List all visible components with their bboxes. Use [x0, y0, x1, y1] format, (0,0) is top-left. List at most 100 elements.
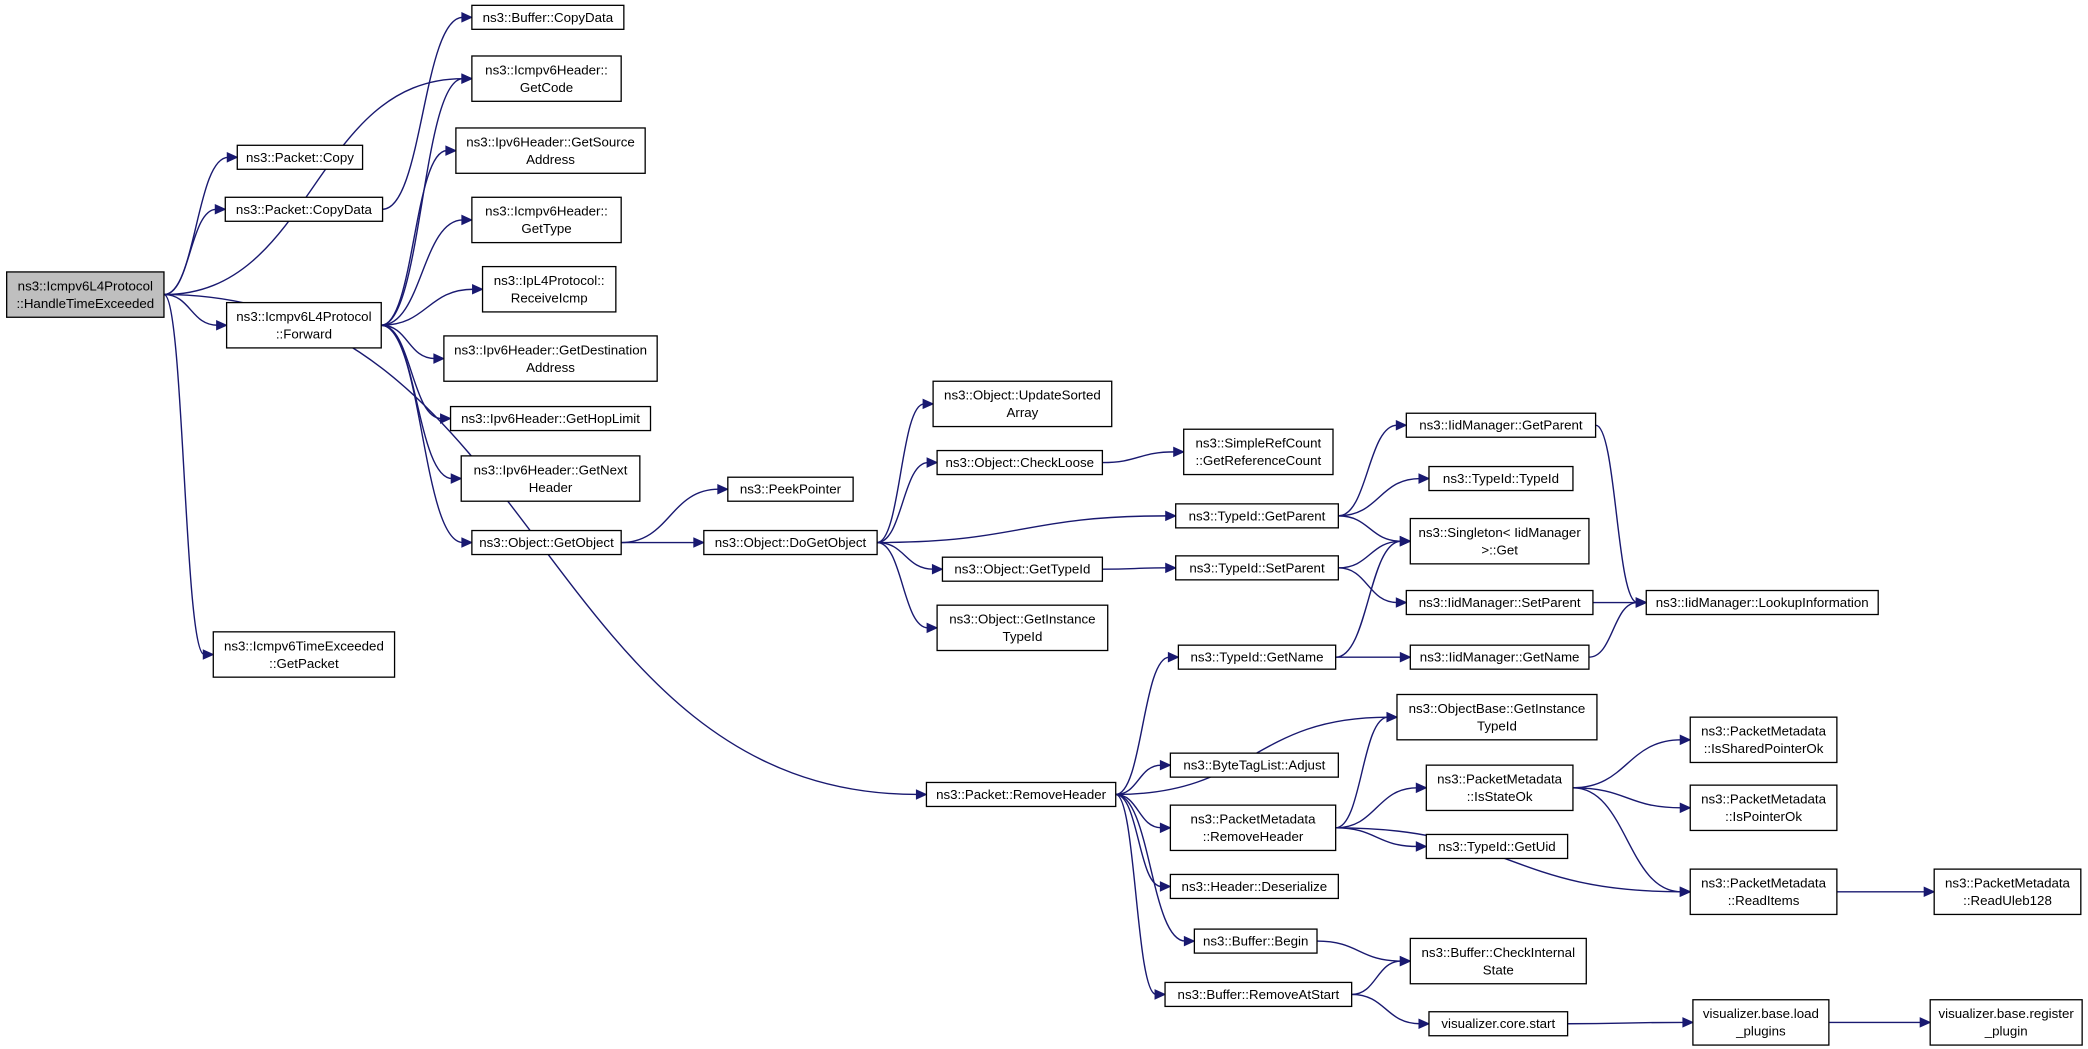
arrowhead-icon [1165, 510, 1177, 522]
edge-isstateok-to-ispointerok [1572, 787, 1692, 814]
node-label: ns3::ByteTagList::Adjust [1183, 758, 1325, 773]
node-adjust[interactable]: ns3::ByteTagList::Adjust [1169, 752, 1339, 778]
node-loadplugins[interactable]: visualizer.base.load_plugins [1692, 999, 1830, 1046]
node-gettype[interactable]: ns3::Icmpv6Header::GetType [471, 196, 622, 244]
edge-handle-to-forward [163, 293, 228, 331]
node-deserialize[interactable]: ns3::Header::Deserialize [1169, 873, 1339, 900]
node-lookup[interactable]: ns3::IidManager::LookupInformation [1645, 589, 1879, 616]
arrowhead-icon [926, 457, 939, 468]
node-getcode[interactable]: ns3::Icmpv6Header::GetCode [471, 55, 622, 102]
node-ispointerok[interactable]: ns3::PacketMetadata::IsPointerOk [1689, 784, 1838, 832]
node-removeheader[interactable]: ns3::Packet::RemoveHeader [925, 781, 1117, 808]
node-label: ::ReadItems [1728, 893, 1800, 908]
arrowhead-icon [915, 789, 928, 800]
node-recvicmp[interactable]: ns3::IpL4Protocol::ReceiveIcmp [481, 265, 617, 313]
node-tsetparent[interactable]: ns3::TypeId::SetParent [1175, 555, 1339, 581]
node-iidsetparent[interactable]: ns3::IidManager::SetParent [1405, 589, 1594, 616]
node-tgetparent[interactable]: ns3::TypeId::GetParent [1175, 503, 1339, 529]
node-tgetname[interactable]: ns3::TypeId::GetName [1177, 644, 1337, 670]
node-getuid[interactable]: ns3::TypeId::GetUid [1425, 833, 1569, 860]
node-label: ::IsPointerOk [1725, 809, 1802, 824]
node-getrefcount[interactable]: ns3::SimpleRefCount::GetReferenceCount [1183, 428, 1334, 476]
node-label: ns3::PacketMetadata [1701, 792, 1827, 807]
node-bbegin[interactable]: ns3::Buffer::Begin [1193, 928, 1318, 954]
arrowhead-icon [1395, 419, 1408, 431]
arrowhead-icon [1415, 841, 1428, 852]
node-pcopy[interactable]: ns3::Packet::Copy [236, 144, 364, 170]
node-box [1193, 928, 1318, 954]
node-issharedok[interactable]: ns3::PacketMetadata::IsSharedPointerOk [1689, 716, 1838, 764]
node-box [1428, 465, 1574, 492]
node-getpacket[interactable]: ns3::Icmpv6TimeExceeded::GetPacket [212, 631, 396, 678]
node-typeidtypeid[interactable]: ns3::TypeId::TypeId [1428, 465, 1574, 492]
node-box [1405, 412, 1597, 438]
node-iidgetname[interactable]: ns3::IidManager::GetName [1409, 644, 1590, 670]
node-readuleb[interactable]: ns3::PacketMetadata::ReadUleb128 [1933, 868, 2082, 916]
arrowhead-icon [1165, 562, 1177, 574]
edge-pmremove-to-objbase [1335, 711, 1399, 829]
node-label: ::Forward [276, 327, 332, 342]
node-readitems[interactable]: ns3::PacketMetadata::ReadItems [1689, 868, 1838, 916]
node-handle[interactable]: ns3::Icmpv6L4Protocol::HandleTimeExceede… [6, 271, 165, 318]
node-bcopydata[interactable]: ns3::Buffer::CopyData [471, 4, 625, 30]
node-label: _plugins [1735, 1024, 1786, 1039]
node-iidgetparent[interactable]: ns3::IidManager::GetParent [1405, 412, 1597, 438]
edge-forward-to-gettype [381, 214, 474, 326]
node-label: ns3::TypeId::GetUid [1438, 839, 1556, 854]
node-peek[interactable]: ns3::PeekPointer [727, 476, 854, 502]
node-gethop[interactable]: ns3::Ipv6Header::GetHopLimit [449, 405, 652, 432]
node-label: visualizer.base.register [1939, 1006, 2075, 1021]
node-checkloose[interactable]: ns3::Object::CheckLoose [936, 449, 1104, 476]
node-pcopydata[interactable]: ns3::Packet::CopyData [224, 196, 384, 222]
node-isstateok[interactable]: ns3::PacketMetadata::IsStateOk [1425, 764, 1574, 812]
node-pmremove[interactable]: ns3::PacketMetadata::RemoveHeader [1169, 804, 1337, 852]
node-label: ns3::Buffer::CheckInternal [1422, 945, 1576, 960]
node-registerplugin[interactable]: visualizer.base.register_plugin [1929, 999, 2083, 1046]
node-vcorestart[interactable]: visualizer.core.start [1428, 1011, 1569, 1037]
node-box [225, 301, 382, 349]
edge-vcorestart-to-loadplugins [1567, 1017, 1695, 1028]
arrowhead-icon [1167, 651, 1180, 663]
node-label: ns3::Object::GetObject [479, 535, 614, 550]
node-box [1425, 833, 1569, 860]
node-label: Address [526, 360, 575, 375]
node-box [1409, 517, 1590, 565]
node-box [1409, 644, 1590, 670]
arrowhead-icon [461, 73, 474, 84]
node-dogetobject[interactable]: ns3::Object::DoGetObject [703, 529, 878, 556]
node-box [1933, 868, 2082, 916]
node-box [1169, 752, 1339, 778]
arrowhead-icon [461, 214, 474, 226]
node-label: ns3::PacketMetadata [1701, 724, 1827, 739]
edge-forward-to-gethop [381, 324, 452, 424]
edge-layer [163, 12, 1936, 1030]
node-getobject[interactable]: ns3::Object::GetObject [471, 529, 622, 556]
node-label: ns3::Packet::RemoveHeader [936, 787, 1107, 802]
edge-tgetname-to-singleton [1335, 535, 1412, 658]
node-label: ns3::PacketMetadata [1701, 876, 1827, 891]
node-label: visualizer.core.start [1441, 1016, 1555, 1031]
edge-dogetobject-to-checkloose [877, 457, 939, 544]
arrowhead-icon [450, 473, 463, 484]
node-box [1689, 716, 1838, 764]
arrowhead-icon [461, 12, 474, 23]
edge-removeheader-to-removeatstart [1115, 793, 1167, 1000]
node-objgettypeid[interactable]: ns3::Object::GetTypeId [941, 556, 1104, 582]
node-removeatstart[interactable]: ns3::Buffer::RemoveAtStart [1164, 981, 1353, 1008]
node-forward[interactable]: ns3::Icmpv6L4Protocol::Forward [225, 301, 382, 349]
node-box [703, 529, 878, 556]
edge-dogetobject-to-objgettypeid [877, 541, 944, 575]
edge-removeheader-to-adjust [1115, 759, 1172, 796]
node-box [1405, 589, 1594, 616]
node-label: ns3::Ipv6Header::GetSource [466, 134, 635, 149]
node-singleton[interactable]: ns3::Singleton< IidManager>::Get [1409, 517, 1590, 565]
node-layer: ns3::Icmpv6L4Protocol::HandleTimeExceede… [6, 4, 2083, 1046]
